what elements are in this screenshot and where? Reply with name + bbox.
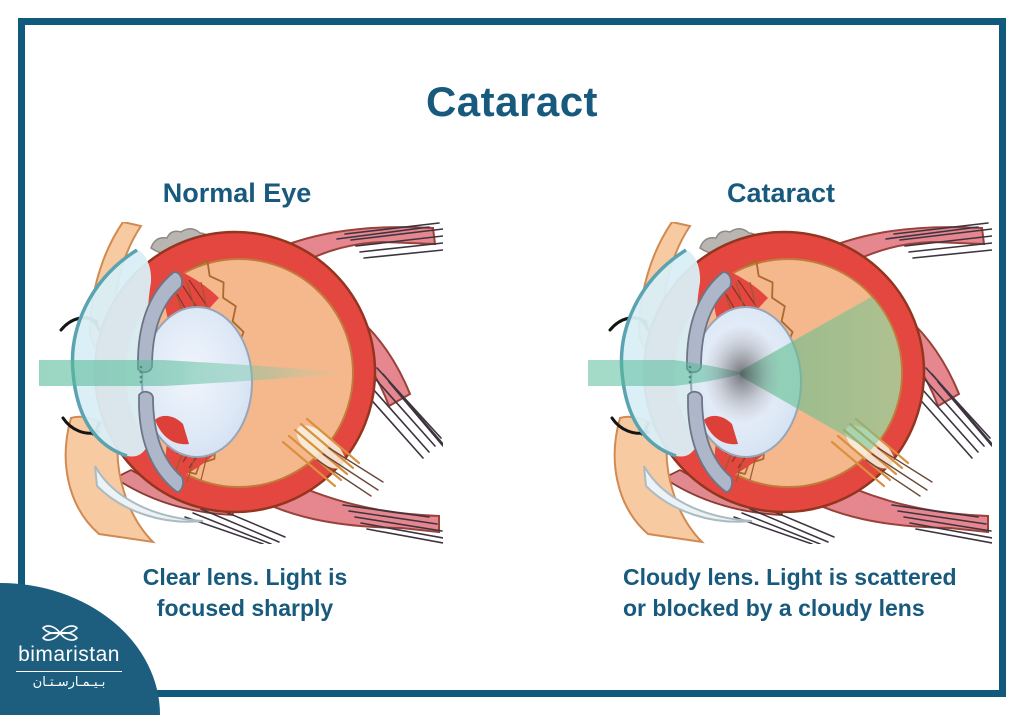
caption-cataract: Cloudy lens. Light is scattered or block… — [623, 562, 957, 624]
caption-normal-line2: focused sharply — [156, 595, 334, 621]
panel-heading-cataract: Cataract — [726, 178, 836, 208]
normal-eye-diagram — [39, 222, 443, 544]
caption-cataract-line1: Cloudy lens. Light is scattered — [623, 564, 957, 590]
leaf-bowtie-icon — [42, 625, 78, 641]
caption-normal: Clear lens. Light is focused sharply — [143, 562, 348, 624]
caption-normal-line1: Clear lens. Light is — [142, 564, 348, 590]
logo-arabic-wordmark: بـيـمـارسـتـان — [32, 674, 106, 689]
cataract-eye-diagram — [582, 222, 992, 544]
panel-heading-normal: Normal Eye — [162, 178, 312, 208]
logo-wordmark: bimaristan — [18, 643, 120, 666]
border-frame — [18, 18, 1006, 697]
caption-cataract-line2: or blocked by a cloudy lens — [623, 595, 925, 621]
page-title: Cataract — [425, 78, 599, 125]
logo-divider — [16, 671, 122, 672]
